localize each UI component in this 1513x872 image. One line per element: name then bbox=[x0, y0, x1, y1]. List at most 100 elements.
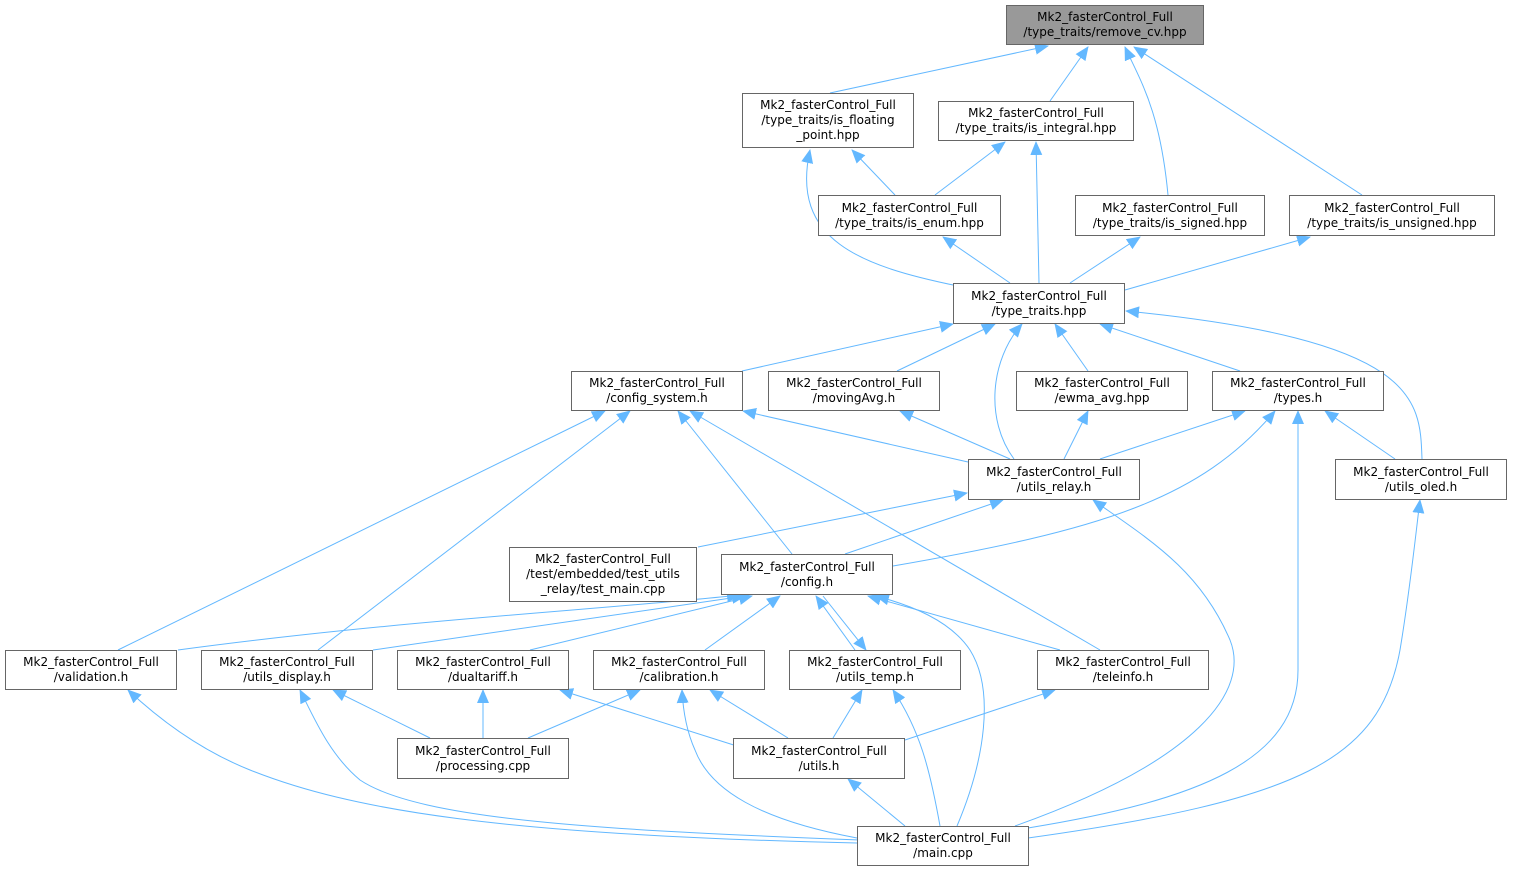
node-validation[interactable]: Mk2_fasterControl_Full /validation.h bbox=[5, 650, 177, 690]
edge-is_enum-is_integral bbox=[934, 141, 1006, 196]
node-utils-temp[interactable]: Mk2_fasterControl_Full /utils_temp.h bbox=[789, 650, 961, 690]
edge-types-type_traits bbox=[1099, 322, 1241, 372]
edge-utils-calibration bbox=[709, 689, 789, 739]
node-line: Mk2_fasterControl_Full bbox=[786, 376, 922, 390]
edge-processing-utils_display bbox=[332, 689, 431, 739]
node-utils-relay[interactable]: Mk2_fasterControl_Full /utils_relay.h bbox=[968, 459, 1140, 500]
node-line: Mk2_fasterControl_Full bbox=[751, 743, 887, 758]
edge-config-types bbox=[892, 410, 1276, 567]
edge-utils_relay-config_system bbox=[742, 408, 969, 463]
node-line: Mk2_fasterControl_Full bbox=[219, 655, 355, 669]
node-line: /type_traits/is_unsigned.hpp bbox=[1307, 215, 1477, 230]
node-line: Mk2_fasterControl_Full bbox=[739, 559, 875, 574]
node-line: /type_traits/is_signed.hpp bbox=[1092, 215, 1248, 230]
edge-main-utils bbox=[847, 778, 906, 827]
node-teleinfo[interactable]: Mk2_fasterControl_Full /teleinfo.h bbox=[1037, 650, 1209, 690]
edge-type_traits-is_unsigned bbox=[1124, 234, 1311, 291]
edge-utils-teleinfo bbox=[904, 688, 1056, 741]
edge-is_signed-remove_cv bbox=[1124, 46, 1169, 196]
node-line: Mk2_fasterControl_Full bbox=[1324, 200, 1460, 215]
node-line: /type_traits/is_enum.hpp bbox=[835, 215, 984, 230]
node-line: /main.cpp bbox=[913, 846, 973, 860]
node-line: /type_traits/is_floating bbox=[761, 113, 895, 127]
node-main[interactable]: Mk2_fasterControl_Full /main.cpp bbox=[857, 826, 1029, 866]
edge-ewma_avg-type_traits bbox=[1054, 323, 1089, 372]
node-utils[interactable]: Mk2_fasterControl_Full /utils.h bbox=[733, 738, 905, 779]
edge-utils_relay-ewma_avg bbox=[1063, 410, 1089, 460]
node-line: Mk2_fasterControl_Full bbox=[986, 464, 1122, 479]
node-config[interactable]: Mk2_fasterControl_Full /config.h bbox=[721, 554, 893, 595]
node-line: /validation.h bbox=[53, 670, 129, 684]
edge-test_main-utils_relay bbox=[697, 489, 968, 548]
node-line: Mk2_fasterControl_Full bbox=[807, 655, 943, 669]
edge-config-utils_temp-b bbox=[822, 595, 867, 651]
edge-utils_oled-types bbox=[1324, 410, 1396, 460]
node-types[interactable]: Mk2_fasterControl_Full /types.h bbox=[1212, 371, 1384, 411]
node-type-traits[interactable]: Mk2_fasterControl_Full /type_traits.hpp bbox=[953, 283, 1125, 324]
node-is-integral[interactable]: Mk2_fasterControl_Full /type_traits/is_i… bbox=[938, 101, 1134, 141]
edge-type_traits-is_integral bbox=[1030, 141, 1043, 284]
edge-type_traits-is_enum bbox=[942, 236, 1011, 284]
node-is-floating-point[interactable]: Mk2_fasterControl_Full /type_traits/is_f… bbox=[742, 93, 914, 148]
node-line: /processing.cpp bbox=[435, 758, 531, 773]
node-line: Mk2_fasterControl_Full bbox=[23, 655, 159, 669]
node-calibration[interactable]: Mk2_fasterControl_Full /calibration.h bbox=[593, 650, 765, 690]
edge-movingAvg-type_traits bbox=[896, 323, 996, 372]
node-line: _point.hpp bbox=[796, 128, 860, 142]
edge-type_traits-is_floating_point bbox=[801, 149, 959, 287]
edge-validation-config_system bbox=[117, 410, 606, 651]
node-line: Mk2_fasterControl_Full bbox=[1055, 655, 1191, 669]
edge-utils-utils_temp bbox=[832, 689, 863, 739]
node-test-main[interactable]: Mk2_fasterControl_Full /test/embedded/te… bbox=[509, 547, 697, 602]
node-line: Mk2_fasterControl_Full bbox=[611, 655, 747, 669]
node-line: Mk2_fasterControl_Full bbox=[971, 288, 1107, 303]
node-line: Mk2_fasterControl_Full bbox=[415, 655, 551, 669]
edge-calibration-config bbox=[704, 595, 781, 651]
node-line: /dualtariff.h bbox=[448, 670, 518, 684]
edge-config_system-type_traits bbox=[741, 320, 954, 372]
node-line: Mk2_fasterControl_Full bbox=[415, 743, 551, 758]
node-line: /teleinfo.h bbox=[1092, 670, 1154, 684]
edge-main-types bbox=[1027, 410, 1304, 829]
node-line: Mk2_fasterControl_Full bbox=[1102, 200, 1238, 215]
edge-is_integral-remove_cv bbox=[1049, 46, 1089, 102]
edge-utils_relay-types bbox=[1099, 409, 1246, 460]
node-line: Mk2_fasterControl_Full bbox=[968, 106, 1104, 120]
node-ewma-avg[interactable]: Mk2_fasterControl_Full /ewma_avg.hpp bbox=[1016, 371, 1188, 411]
node-line: /utils_relay.h bbox=[1016, 479, 1092, 494]
node-line: /test/embedded/test_utils bbox=[526, 567, 680, 581]
node-line: /config_system.h bbox=[606, 391, 708, 405]
node-is-enum[interactable]: Mk2_fasterControl_Full /type_traits/is_e… bbox=[818, 195, 1001, 236]
edge-utils_temp-config-a bbox=[815, 595, 856, 651]
node-line: /utils_temp.h bbox=[835, 670, 915, 684]
node-line: /type_traits/is_integral.hpp bbox=[955, 121, 1117, 135]
node-dualtariff[interactable]: Mk2_fasterControl_Full /dualtariff.h bbox=[397, 650, 569, 690]
node-moving-avg[interactable]: Mk2_fasterControl_Full /movingAvg.h bbox=[768, 371, 940, 411]
edge-utils_display-config_system bbox=[317, 410, 631, 651]
edge-is_enum-is_floating_point bbox=[851, 149, 896, 196]
node-line: /utils.h bbox=[798, 758, 840, 773]
node-line: Mk2_fasterControl_Full bbox=[875, 831, 1011, 845]
node-utils-oled[interactable]: Mk2_fasterControl_Full /utils_oled.h bbox=[1335, 459, 1507, 500]
node-is-signed[interactable]: Mk2_fasterControl_Full /type_traits/is_s… bbox=[1075, 195, 1265, 236]
node-is-unsigned[interactable]: Mk2_fasterControl_Full /type_traits/is_u… bbox=[1289, 195, 1495, 236]
node-line: Mk2_fasterControl_Full bbox=[1034, 376, 1170, 390]
node-line: /utils_display.h bbox=[243, 670, 331, 684]
edge-main-utils_oled bbox=[1027, 499, 1425, 839]
node-utils-display[interactable]: Mk2_fasterControl_Full /utils_display.h bbox=[201, 650, 373, 690]
node-line: /ewma_avg.hpp bbox=[1054, 391, 1150, 405]
node-line: /movingAvg.h bbox=[812, 391, 896, 405]
node-line: /calibration.h bbox=[639, 670, 719, 684]
node-processing[interactable]: Mk2_fasterControl_Full /processing.cpp bbox=[397, 738, 569, 779]
edge-dualtariff-config bbox=[529, 593, 753, 651]
edge-teleinfo-config_system bbox=[689, 410, 1101, 651]
node-line: Mk2_fasterControl_Full bbox=[589, 376, 725, 390]
node-line: /type_traits/remove_cv.hpp bbox=[1023, 25, 1187, 39]
node-config-system[interactable]: Mk2_fasterControl_Full /config_system.h bbox=[571, 371, 743, 411]
node-line: Mk2_fasterControl_Full bbox=[1037, 10, 1173, 24]
edge-utils_relay-type_traits bbox=[994, 323, 1023, 460]
node-line: _relay/test_main.cpp bbox=[540, 582, 666, 596]
node-line: /types.h bbox=[1273, 391, 1323, 405]
edge-main-validation bbox=[127, 689, 858, 844]
